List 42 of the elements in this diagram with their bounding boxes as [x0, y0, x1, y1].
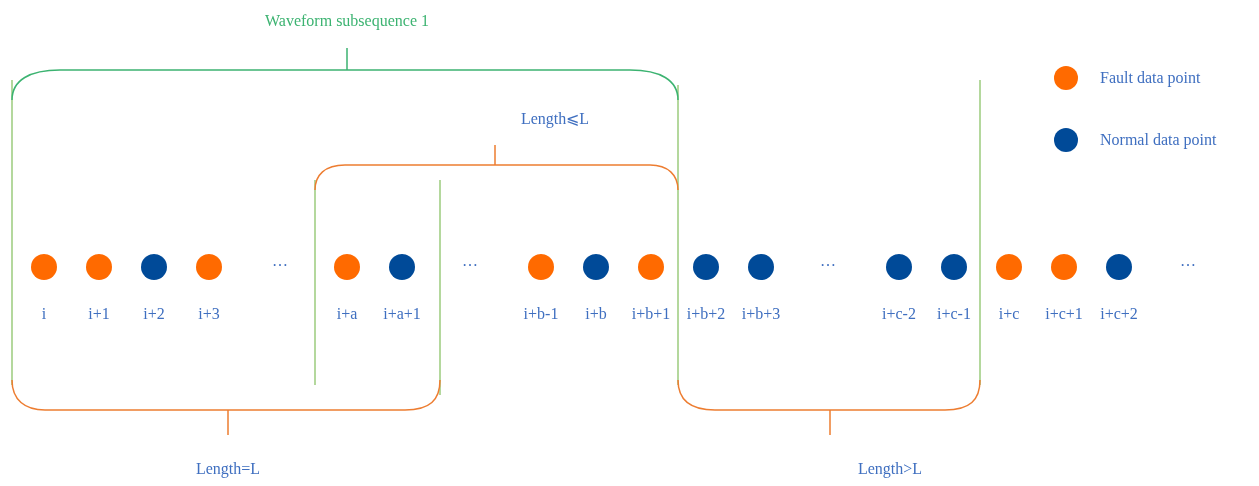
legend-label: Fault data point	[1100, 69, 1201, 87]
point-index-label: i+1	[88, 305, 110, 323]
data-point-dot	[941, 254, 967, 280]
point-index-label: i+3	[198, 305, 220, 323]
data-point-dot	[141, 254, 167, 280]
bracket-label: Waveform subsequence 1	[265, 12, 429, 30]
point-index-label: i+b+1	[631, 305, 671, 323]
data-point-dot	[1106, 254, 1132, 280]
legend-label: Normal data point	[1100, 131, 1217, 149]
point-index-label: i+a	[336, 305, 358, 323]
point-index-label: i+b+3	[741, 305, 781, 323]
point-index-label: i+2	[143, 305, 165, 323]
point-index-label: i+b+2	[686, 305, 726, 323]
data-point-dot	[886, 254, 912, 280]
point-index-label: i+a+1	[383, 305, 421, 323]
point-index-label: i+c+2	[1100, 305, 1138, 323]
data-point-dot	[334, 254, 360, 280]
ellipsis: …	[1180, 252, 1196, 270]
point-index-label: i+c+1	[1045, 305, 1083, 323]
ellipsis: …	[462, 252, 478, 270]
data-point-dot	[528, 254, 554, 280]
point-index-label: i+c	[998, 305, 1020, 323]
ellipsis: …	[820, 252, 836, 270]
data-point-dot	[748, 254, 774, 280]
data-point-dot	[389, 254, 415, 280]
data-point-dot	[31, 254, 57, 280]
data-point-dot	[86, 254, 112, 280]
bracket-label: Length⩽L	[520, 110, 590, 128]
data-point-dot	[583, 254, 609, 280]
ellipsis: …	[272, 252, 288, 270]
data-point-dot	[693, 254, 719, 280]
data-point-dot	[196, 254, 222, 280]
point-index-label: i+c-1	[937, 305, 971, 323]
data-point-dot	[638, 254, 664, 280]
point-index-label: i+b-1	[523, 305, 559, 323]
bracket-label: Length>L	[857, 460, 923, 478]
bracket-label: Length=L	[195, 460, 261, 478]
data-point-dot	[996, 254, 1022, 280]
data-point-dot	[1051, 254, 1077, 280]
point-index-label: i+b	[585, 305, 607, 323]
point-index-label: i	[41, 305, 47, 323]
point-index-label: i+c-2	[882, 305, 916, 323]
